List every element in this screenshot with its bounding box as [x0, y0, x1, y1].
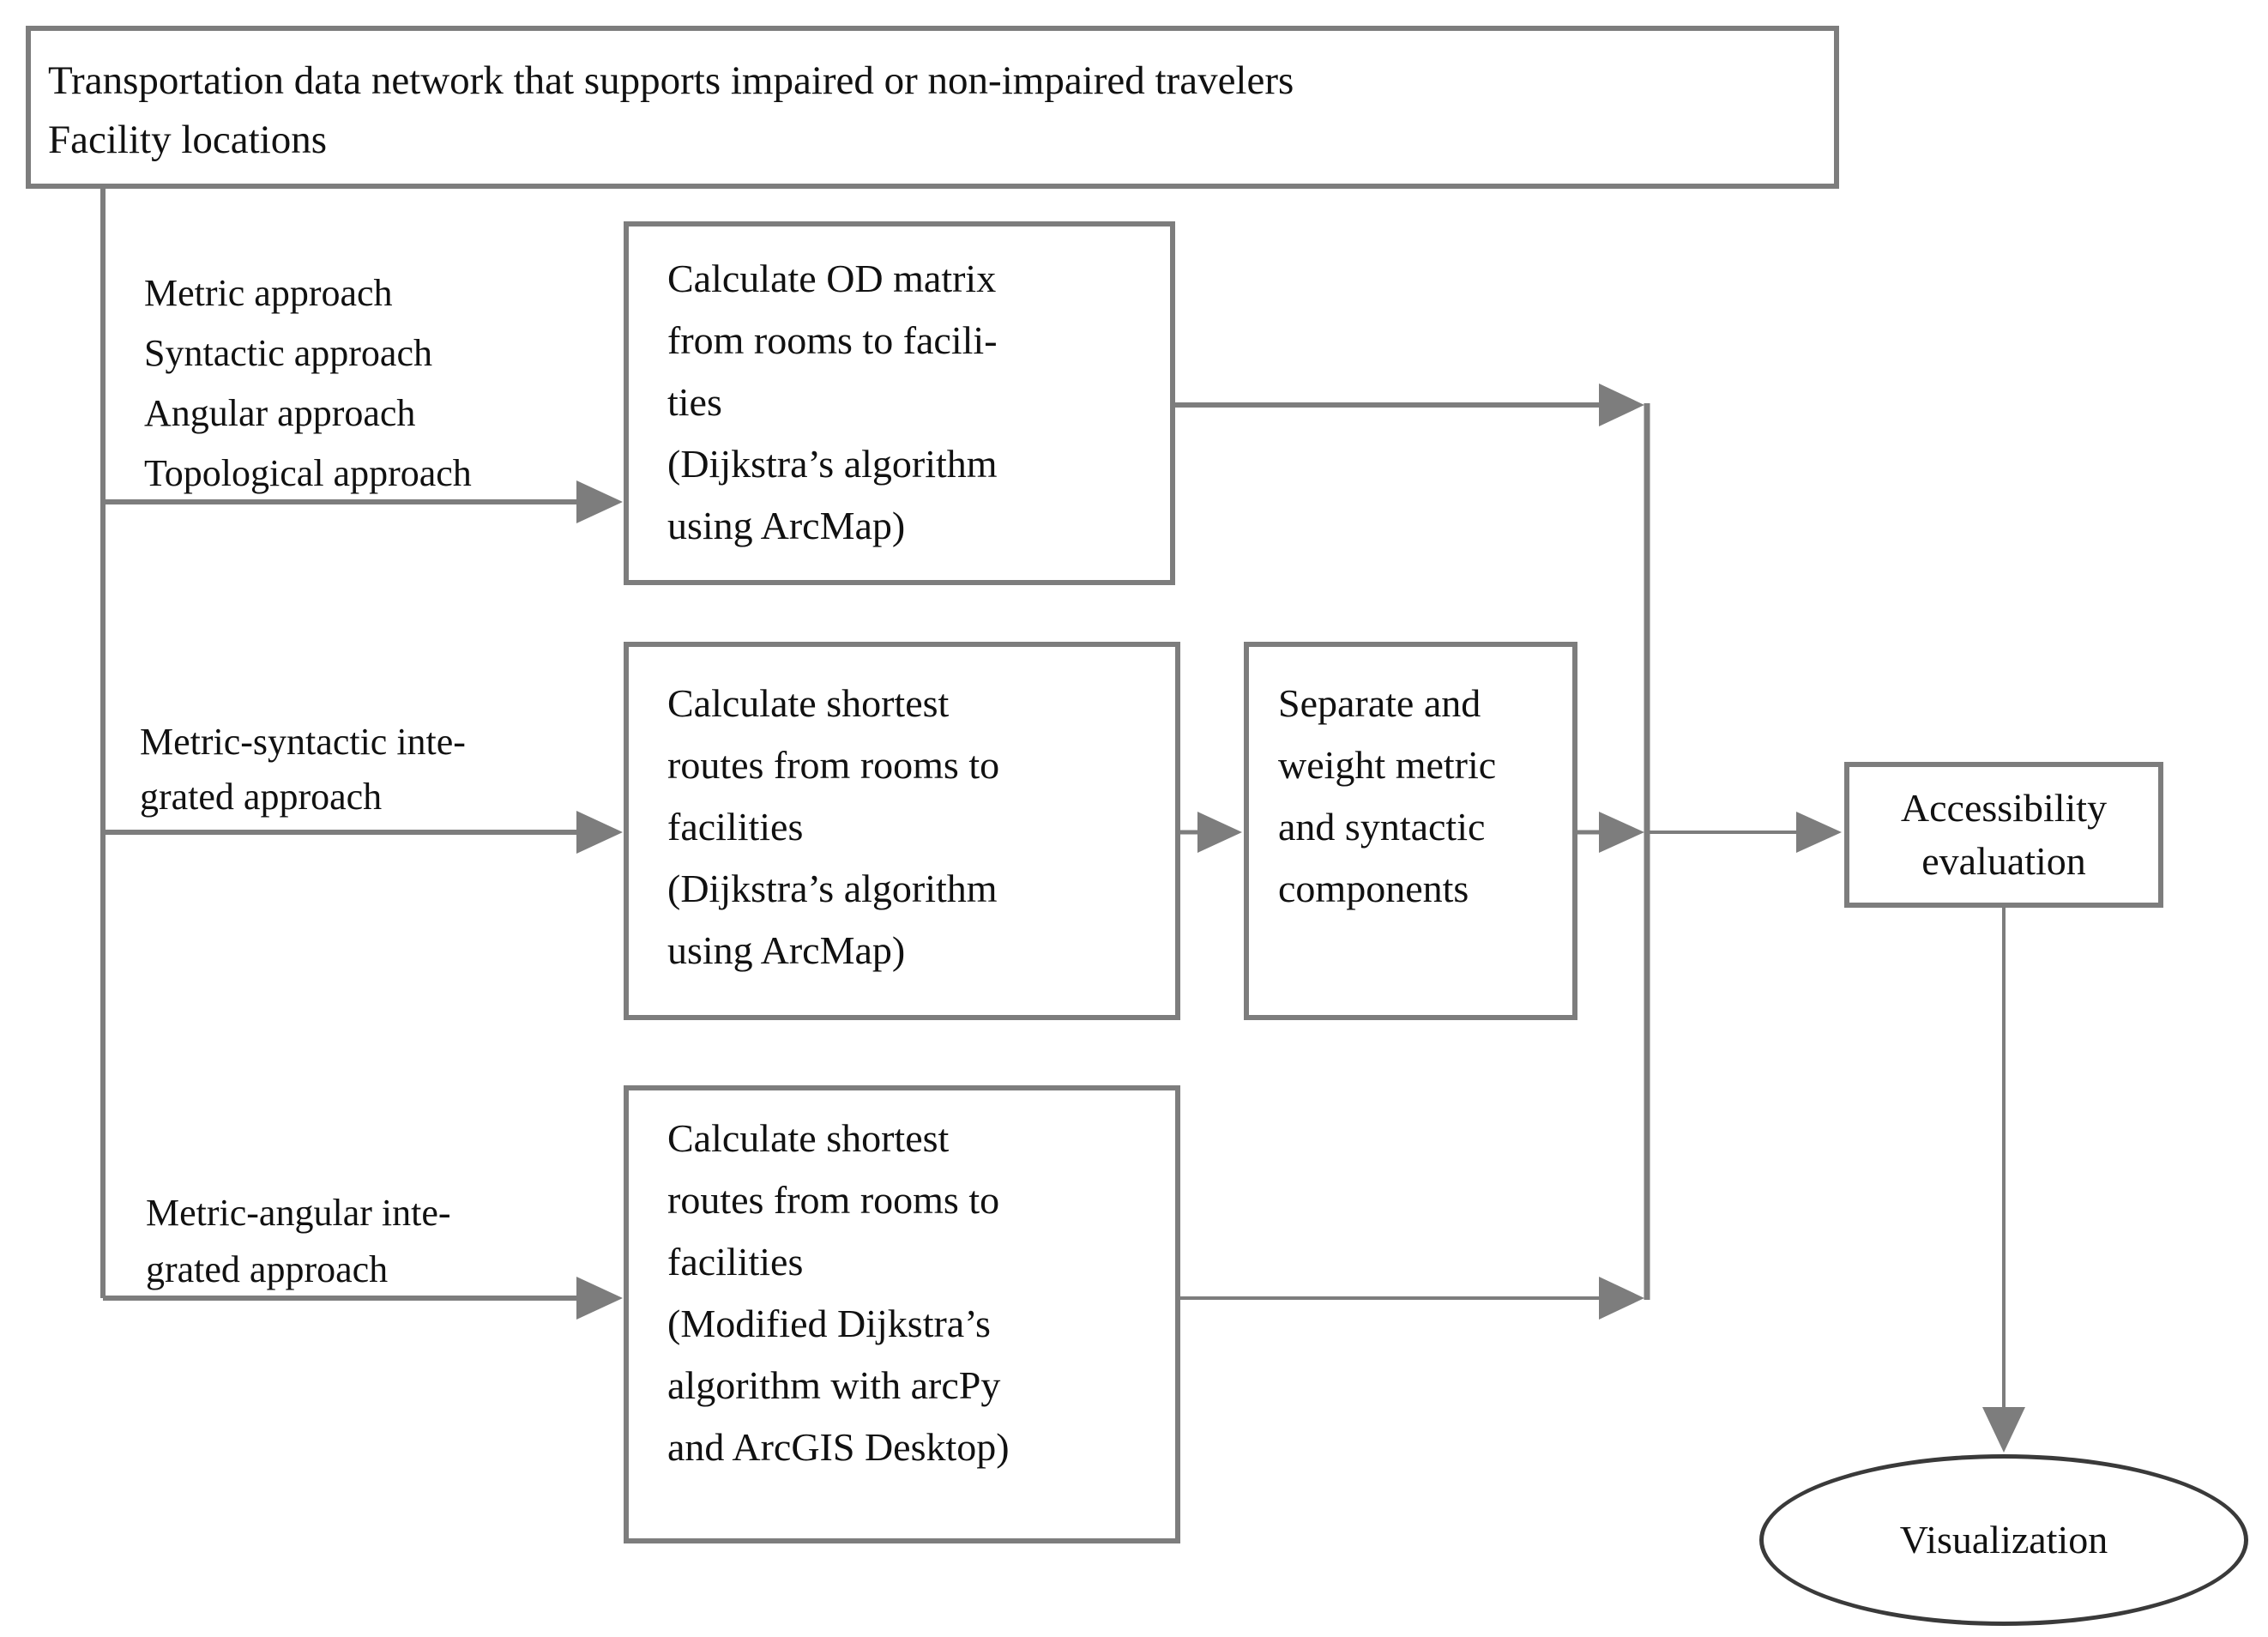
arrowhead-sr2-icon	[576, 1277, 623, 1320]
shortest-routes-arcmap-box: Calculate shortest routes from rooms to …	[624, 642, 1180, 1020]
shortest-routes-arcpy-text: Calculate shortest routes from rooms to …	[667, 1116, 1010, 1469]
metric-syntactic-label: Metric-syntactic inte- grated approach	[140, 721, 466, 818]
arrowhead-sr2-out-icon	[1599, 1277, 1644, 1320]
arrowhead-od-out-icon	[1599, 384, 1644, 426]
od-matrix-box: Calculate OD matrix from rooms to facili…	[624, 221, 1175, 585]
arrowhead-sr1-icon	[576, 811, 623, 854]
arrowhead-visualization-icon	[1982, 1407, 2025, 1453]
accessibility-evaluation-box: Accessibility evaluation	[1844, 762, 2163, 908]
input-data-box: Transportation data network that support…	[26, 26, 1839, 189]
visualization-ellipse: Visualization	[1759, 1454, 2248, 1626]
accessibility-evaluation-text: Accessibility evaluation	[1900, 786, 2108, 883]
arrowhead-od-icon	[576, 480, 623, 523]
metric-angular-label: Metric-angular inte- grated approach	[146, 1192, 451, 1290]
separate-weight-box: Separate and weight metric and syntactic…	[1244, 642, 1577, 1020]
approach-list-label: Metric approach Syntactic approach Angul…	[144, 272, 472, 494]
input-data-text: Transportation data network that support…	[48, 58, 1294, 162]
visualization-text: Visualization	[1899, 1518, 2108, 1561]
arrowhead-sr1-out-icon	[1197, 812, 1242, 853]
arrowhead-sep-out-icon	[1599, 812, 1644, 853]
separate-weight-text: Separate and weight metric and syntactic…	[1278, 681, 1497, 910]
od-matrix-text: Calculate OD matrix from rooms to facili…	[667, 257, 998, 547]
arrowhead-accessibility-icon	[1796, 812, 1842, 853]
shortest-routes-arcmap-text: Calculate shortest routes from rooms to …	[667, 681, 1000, 972]
shortest-routes-arcpy-box: Calculate shortest routes from rooms to …	[624, 1085, 1180, 1543]
